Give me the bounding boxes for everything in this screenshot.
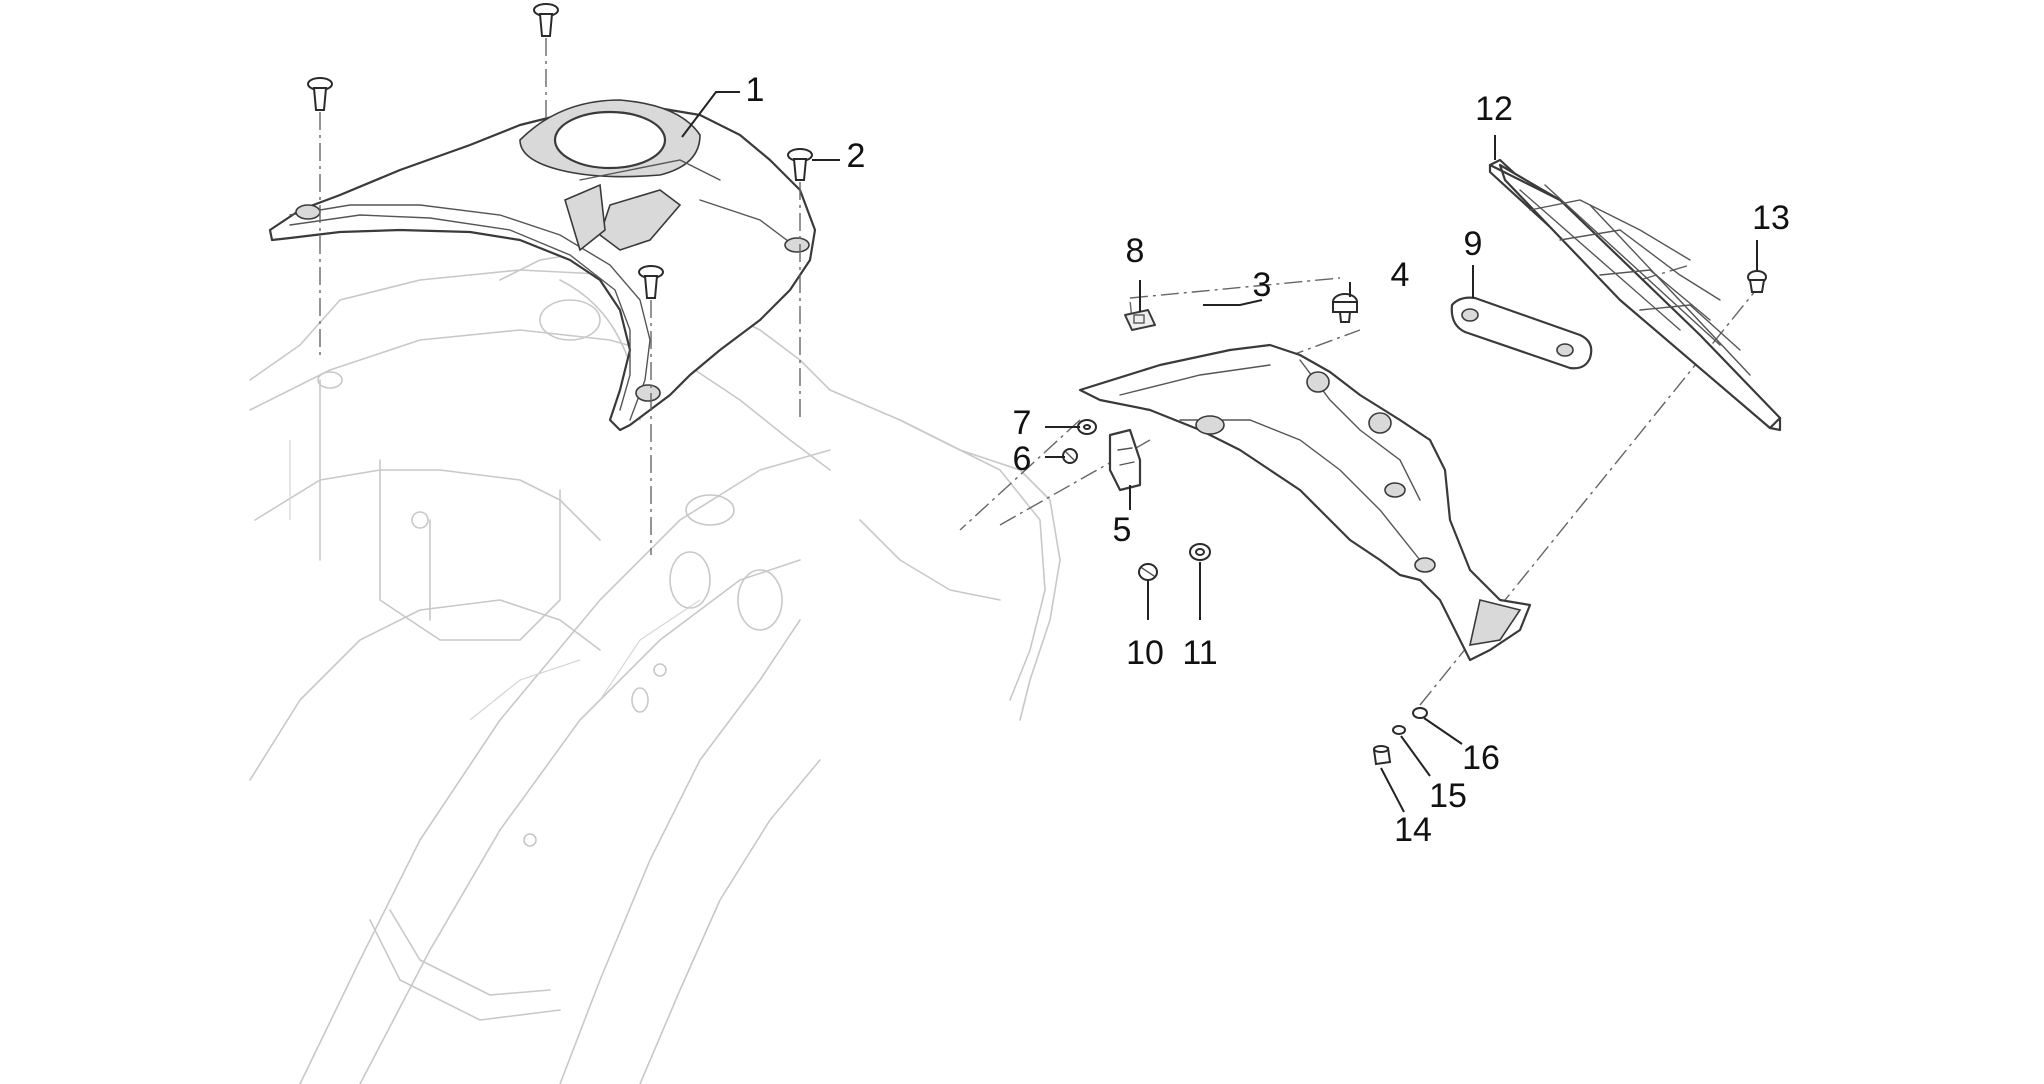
callout-8: 8 [1126,232,1145,270]
part-4-screw [1332,293,1358,323]
scooter-frame [249,249,1061,1084]
callout-10: 10 [1126,634,1164,672]
part-5-clip [1108,428,1142,492]
callout-leaders [681,91,1758,813]
part-16-washer [1412,707,1428,719]
callout-labels: 1 2 3 4 5 6 7 8 9 10 11 12 13 14 15 16 [746,71,1790,849]
callout-5: 5 [1113,511,1132,549]
callout-1: 1 [746,71,765,109]
callout-6: 6 [1013,440,1032,478]
callout-3: 3 [1253,266,1272,304]
callout-15: 15 [1429,777,1467,815]
callout-11: 11 [1182,634,1217,672]
part-6-screw [1062,448,1078,464]
part-10-nut [1138,563,1158,581]
callout-16: 16 [1462,739,1500,777]
callout-13: 13 [1752,199,1790,237]
callout-9: 9 [1464,225,1483,263]
screw-right [787,148,813,181]
part-12-license-plate [1488,158,1782,432]
callout-7: 7 [1013,404,1032,442]
part-11-washer [1189,543,1211,561]
part-1-rear-cover [268,99,817,432]
part-13-screw [1747,270,1767,293]
screw-top-center [533,3,559,37]
callout-2: 2 [847,137,866,175]
part-14-spacer [1372,745,1392,766]
part-3-plate-holder [1078,343,1532,662]
callout-12: 12 [1475,90,1513,128]
part-8-nut [1124,309,1156,331]
callout-14: 14 [1394,811,1432,849]
screws-top [307,3,813,299]
screw-center [638,265,664,299]
part-7-washer [1077,419,1097,435]
callout-4: 4 [1391,256,1410,294]
screw-top-left [307,77,333,111]
part-15-washer [1392,725,1406,735]
part-9-reflector [1450,296,1593,370]
